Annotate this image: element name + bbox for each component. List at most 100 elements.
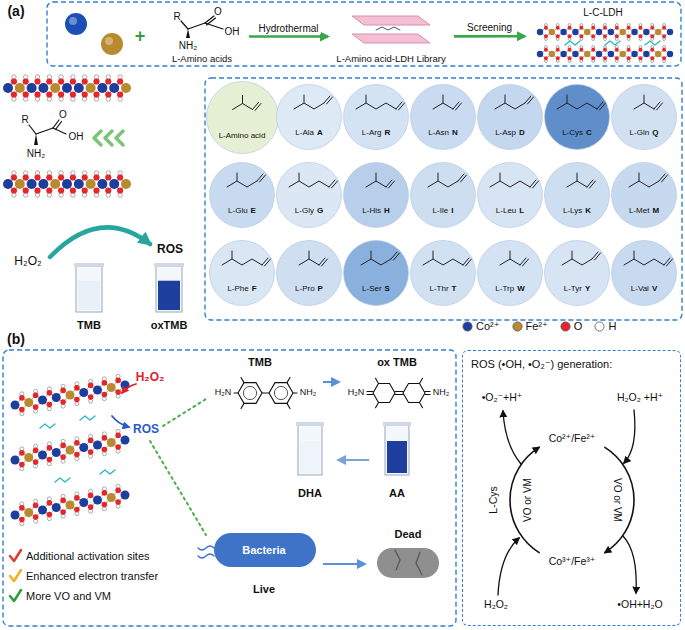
oxygen-atom xyxy=(74,507,80,513)
metal-atom xyxy=(11,456,20,465)
oxygen-atom xyxy=(662,48,666,52)
chevron xyxy=(116,131,123,145)
oxygen-atom xyxy=(88,438,94,444)
oxygen-atom xyxy=(93,91,99,97)
oxygen-atom xyxy=(662,26,666,30)
label-row: L-ThrT xyxy=(429,284,456,306)
check-mark xyxy=(10,570,21,581)
oxygen-atom xyxy=(60,454,66,460)
caption: TMB xyxy=(77,319,101,332)
amino-acid-name: L-Ala xyxy=(295,128,314,137)
legend-swatch xyxy=(462,321,473,332)
skeleton-bond xyxy=(624,259,664,265)
skeleton-bond xyxy=(232,251,233,259)
circle-fill xyxy=(478,241,543,306)
metal-atom xyxy=(596,51,602,57)
circle-fill xyxy=(478,163,543,228)
skeleton-bond xyxy=(423,259,463,265)
oxygen-atom xyxy=(23,78,29,84)
skeleton-bond xyxy=(466,259,472,266)
metal-atom xyxy=(93,386,102,395)
oxygen-atom xyxy=(568,26,572,30)
metal-atom xyxy=(11,401,20,410)
caption: oxTMB xyxy=(151,319,188,332)
aromatic-circle xyxy=(274,386,287,399)
figure-label: Co²⁺/Fe²⁺ xyxy=(548,433,597,445)
amino-acid-name: L-Ser xyxy=(362,284,382,293)
bond xyxy=(36,128,53,134)
figure-label: NH₂ xyxy=(300,388,317,398)
oxygen-atom xyxy=(105,78,111,84)
metal-atom xyxy=(631,29,637,35)
legend-item: O xyxy=(560,320,583,333)
amino-acid-circle: L-LeuL xyxy=(477,162,543,228)
double-bond xyxy=(395,394,403,395)
oxygen-atom xyxy=(70,91,76,97)
metal-atom xyxy=(38,451,47,460)
legend-swatch xyxy=(560,321,571,332)
skeleton-bond xyxy=(533,181,539,188)
metal-atom xyxy=(24,508,33,517)
chevron xyxy=(94,131,101,145)
wedge-bond xyxy=(186,29,190,38)
connector-arrow xyxy=(323,563,365,565)
figure-label: Co³⁺/Fe³⁺ xyxy=(548,556,597,568)
oxygen-atom xyxy=(60,443,66,449)
cuvette: DHA xyxy=(285,420,335,500)
cuvette xyxy=(296,422,324,475)
oxygen-atom xyxy=(60,399,66,405)
cysteine-molecule xyxy=(645,41,660,45)
legend-swatch xyxy=(594,321,605,332)
reaction-arrow xyxy=(50,227,150,257)
metal-atom xyxy=(667,29,673,35)
oxygen-atom xyxy=(650,56,654,60)
circle-shape xyxy=(611,240,677,306)
oxygen-atom xyxy=(46,174,52,180)
oxygen-atom xyxy=(34,91,40,97)
circle-fill xyxy=(545,241,610,306)
oxygen-atom xyxy=(603,56,607,60)
cycle-output xyxy=(503,411,521,464)
oxygen-atom xyxy=(556,34,560,38)
oxygen-atom xyxy=(105,174,111,180)
bond xyxy=(205,23,223,29)
oxygen-atom xyxy=(33,404,39,410)
metal-atom xyxy=(631,51,637,57)
double-bond xyxy=(367,394,373,395)
skeleton-bond xyxy=(461,175,467,182)
skeleton-bond xyxy=(252,102,258,109)
skeleton-bond xyxy=(520,258,526,265)
metal-atom xyxy=(24,453,33,462)
figure-part xyxy=(463,322,472,331)
label-row: L-Amino acid xyxy=(219,131,266,153)
figure-part xyxy=(561,322,570,331)
legend-item: H xyxy=(594,320,616,333)
figure-part xyxy=(512,322,521,331)
amino-acid-name: L-Gly xyxy=(295,206,314,215)
benzene-ring xyxy=(403,383,425,402)
figure-label: O xyxy=(214,6,222,17)
oxygen-atom xyxy=(88,493,94,499)
figure-label: R xyxy=(21,114,28,125)
amino-acid-name: L-Asn xyxy=(428,128,449,137)
oxygen-atom xyxy=(102,502,108,508)
metal-atom xyxy=(560,29,566,35)
oxygen-atom xyxy=(88,383,94,389)
metal-atom xyxy=(50,179,60,189)
amino-acid-name: L-Pro xyxy=(295,284,315,293)
flagellum xyxy=(198,546,214,550)
metal-atom xyxy=(596,29,602,35)
ldh-layer xyxy=(3,171,131,198)
oxygen-atom xyxy=(591,56,595,60)
skeleton-bond xyxy=(587,180,593,187)
oxygen-atom xyxy=(627,26,631,30)
metal-atom xyxy=(655,51,661,57)
skeleton-bond xyxy=(262,258,268,265)
circle-shape xyxy=(477,84,543,150)
wedge-bond xyxy=(34,134,38,145)
oxygen-atom xyxy=(662,56,666,60)
amino-acid-name: L-Tyr xyxy=(564,284,582,293)
oxygen-atom xyxy=(23,174,29,180)
metal-atom xyxy=(107,493,116,502)
